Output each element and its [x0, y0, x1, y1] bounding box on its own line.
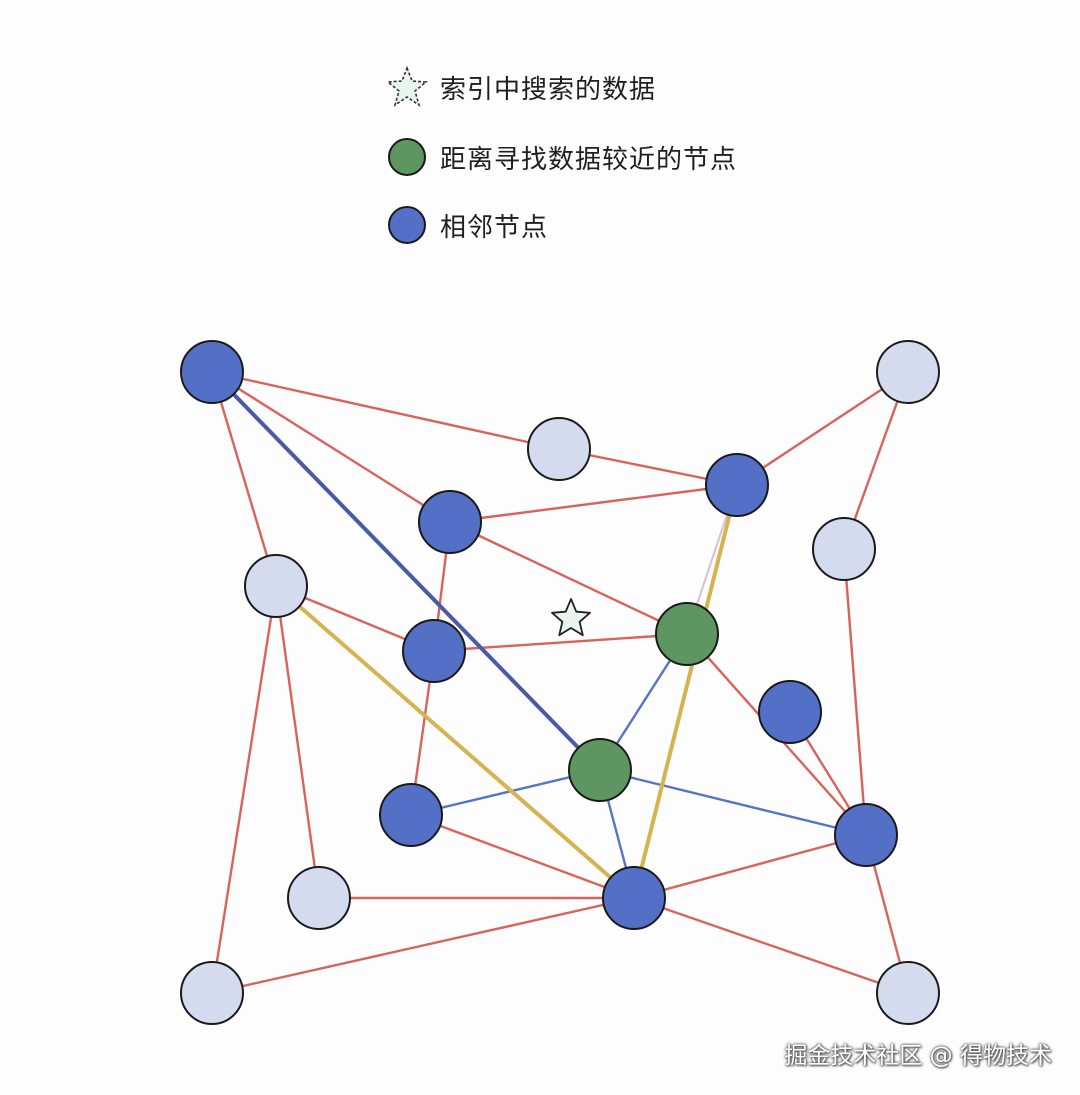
edge-default-n16-n14	[210, 896, 636, 995]
legend-item-neighbor-node: 相邻节点	[384, 202, 548, 248]
edge-default-n8-n9	[432, 632, 689, 653]
edge-default-n12-n14	[409, 813, 636, 900]
node-near-n11	[568, 738, 632, 802]
green-circle-icon	[384, 134, 430, 180]
legend-label-query: 索引中搜索的数据	[440, 74, 657, 105]
node-neighbor-n4	[705, 453, 769, 517]
query-star-icon	[551, 598, 591, 637]
node-other-n6	[244, 554, 308, 618]
edge-default-n7-n13	[842, 547, 868, 837]
node-neighbor-n12	[379, 783, 443, 847]
node-other-n16	[180, 961, 244, 1025]
graph-nodes	[180, 340, 940, 1025]
edge-search-n11-n13	[598, 768, 868, 837]
edge-search-n11-n12	[409, 768, 602, 817]
node-other-n3	[527, 417, 591, 481]
star-icon	[384, 64, 430, 110]
node-neighbor-n8	[402, 619, 466, 683]
node-neighbor-n5	[418, 490, 482, 554]
edge-default-n1-n5	[210, 370, 452, 524]
legend-label-near-node: 距离寻找数据较近的节点	[440, 144, 738, 175]
edge-path_main-n1-n11	[210, 370, 602, 772]
node-other-n17	[876, 961, 940, 1025]
node-other-n2	[876, 340, 940, 404]
edge-default-n1-n6	[210, 370, 278, 588]
node-other-n7	[812, 517, 876, 581]
edge-default-n4-n2	[735, 370, 910, 487]
node-neighbor-n13	[834, 803, 898, 867]
blue-circle-icon	[384, 202, 430, 248]
edge-default-n5-n9	[448, 520, 689, 636]
node-near-n9	[655, 602, 719, 666]
legend-item-query: 索引中搜索的数据	[384, 64, 656, 110]
node-neighbor-n10	[758, 680, 822, 744]
node-neighbor-n1	[180, 340, 244, 404]
node-neighbor-n14	[602, 866, 666, 930]
edge-path_alt-n6-n14	[274, 584, 636, 900]
edge-default-n5-n4	[448, 483, 739, 524]
edge-default-n6-n16	[210, 584, 278, 995]
legend-item-near-node: 距离寻找数据较近的节点	[384, 134, 737, 180]
legend-label-neighbor-node: 相邻节点	[440, 212, 549, 243]
edge-default-n6-n15	[274, 584, 321, 900]
edge-path_alt-n4-n14	[632, 483, 739, 900]
node-other-n15	[287, 866, 351, 930]
edge-default-n14-n17	[632, 896, 910, 995]
watermark: 掘金技术社区 @ 得物技术	[784, 1043, 1052, 1069]
edge-default-n1-n3	[210, 370, 561, 451]
edge-default-n14-n13	[632, 833, 868, 900]
